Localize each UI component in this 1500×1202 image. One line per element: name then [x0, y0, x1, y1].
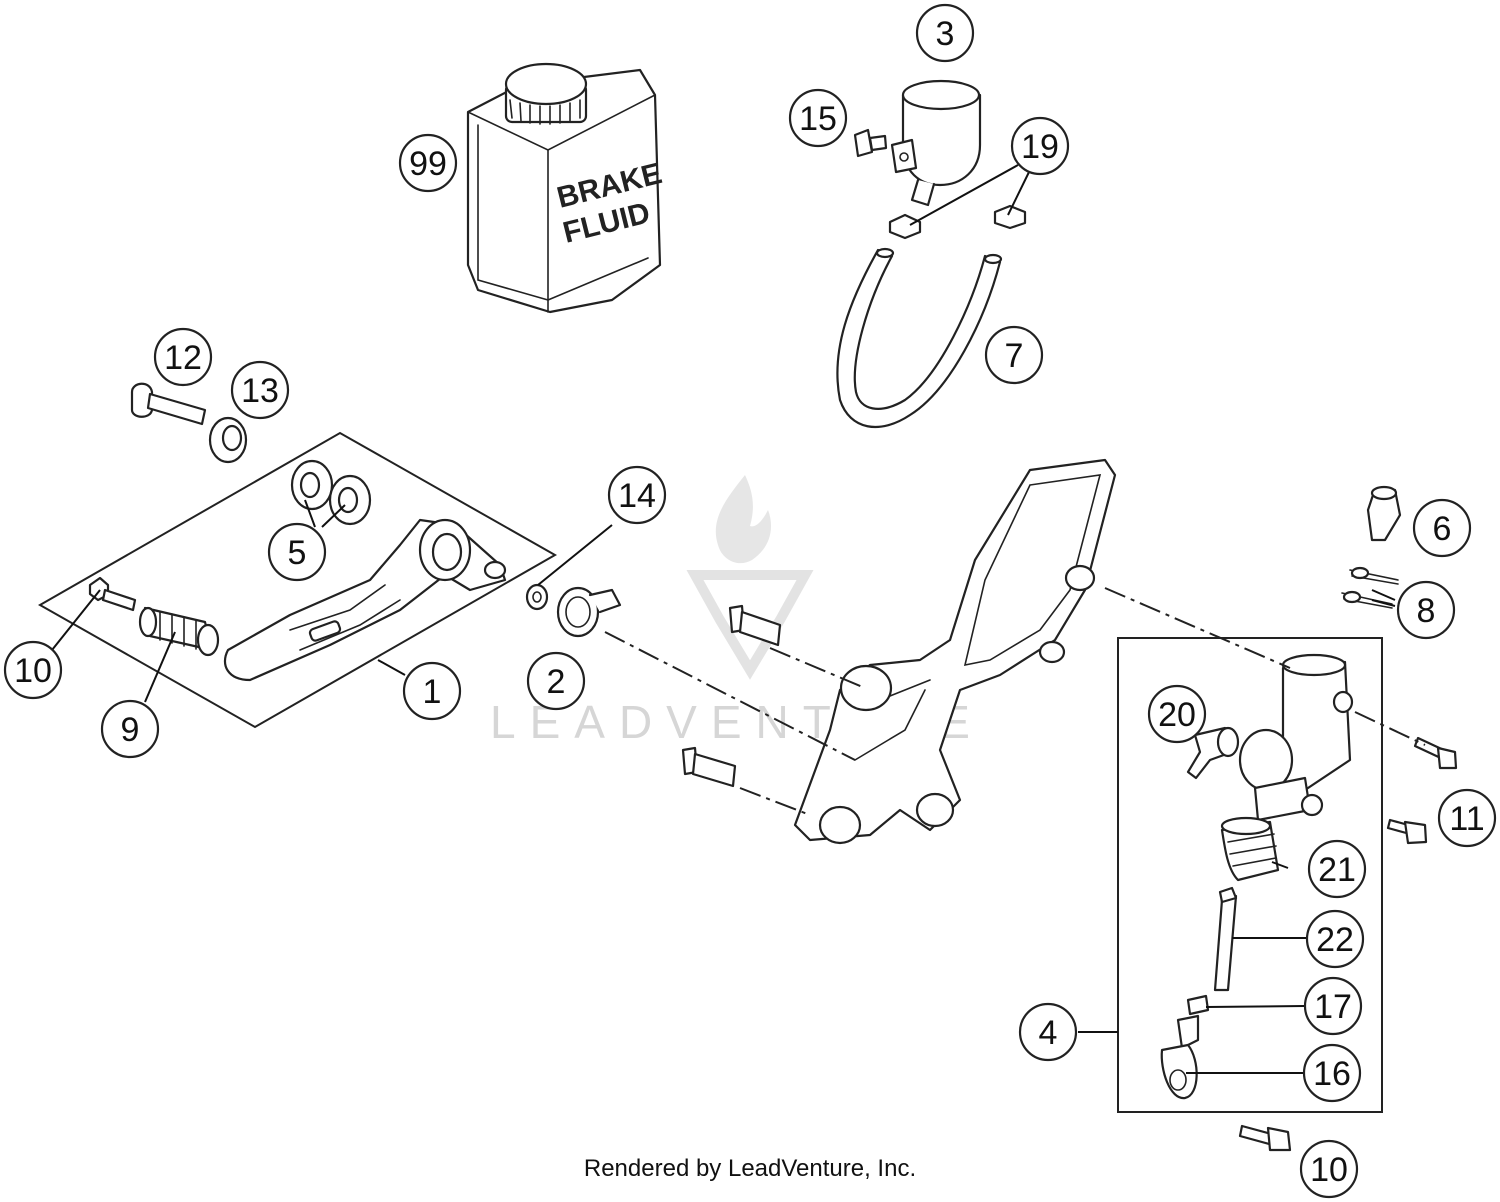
callout-label: 9 — [121, 711, 140, 749]
cotter-pins — [1341, 566, 1399, 609]
callout-label: 12 — [164, 339, 202, 377]
callout-10-left: 10 — [3, 640, 63, 700]
alignment-lines — [604, 587, 1426, 816]
callout-label: 10 — [1310, 1151, 1348, 1189]
footrest-bracket — [793, 458, 1117, 845]
callout-label: 11 — [1449, 800, 1484, 838]
callout-label: 3 — [936, 15, 955, 53]
callout-17: 17 — [1303, 976, 1363, 1036]
callout-label: 4 — [1039, 1014, 1058, 1052]
callout-7: 7 — [984, 325, 1044, 385]
callout-label: 13 — [241, 372, 279, 410]
callout-4: 4 — [1018, 1002, 1078, 1062]
fluid-reservoir — [890, 79, 982, 207]
callout-22: 22 — [1305, 909, 1365, 969]
pivot-washer — [208, 416, 248, 464]
callout-16: 16 — [1302, 1043, 1362, 1103]
callout-label: 20 — [1158, 696, 1196, 734]
callout-label: 8 — [1417, 592, 1436, 630]
leader-lines — [51, 164, 1396, 1074]
clevis-pin — [1366, 485, 1402, 542]
callout-label: 5 — [288, 534, 307, 572]
callout-label: 2 — [547, 663, 566, 701]
callout-6: 6 — [1412, 498, 1472, 558]
callout-label: 17 — [1314, 988, 1352, 1026]
callout-13: 13 — [230, 360, 290, 420]
callout-2: 2 — [526, 651, 586, 711]
callout-1: 1 — [402, 661, 462, 721]
callout-11: 1111 — [1437, 788, 1497, 848]
callout-14: 14 — [607, 465, 667, 525]
bolt-lower-right — [1238, 1124, 1292, 1152]
reservoir-screw — [853, 128, 888, 158]
callout-label: 14 — [618, 477, 656, 515]
callout-label: 19 — [1021, 128, 1059, 166]
callout-15: 15 — [788, 88, 848, 148]
callout-8: 8 — [1396, 580, 1456, 640]
callout-label: 1 — [423, 673, 442, 711]
callout-5: 5 — [267, 522, 327, 582]
mounting-bolt-upper — [1413, 736, 1458, 770]
callout-21: 21 — [1307, 839, 1367, 899]
callout-label: 16 — [1313, 1055, 1351, 1093]
hose-clamps — [888, 204, 1027, 240]
callout-label: 22 — [1316, 921, 1354, 959]
callout-20: 20 — [1147, 684, 1207, 744]
callout-99: 99 — [398, 133, 458, 193]
callout-label: 10 — [14, 652, 52, 690]
mounting-bolt-lower — [1386, 818, 1428, 845]
callout-label: 21 — [1318, 851, 1356, 889]
callout-label: 99 — [409, 145, 447, 183]
callout-10-right: 10 — [1299, 1139, 1359, 1199]
callout-label: 6 — [1433, 510, 1452, 548]
callout-12: 12 — [153, 327, 213, 387]
callout-label: 7 — [1005, 337, 1024, 375]
brake-fluid-can: BRAKE FLUID — [466, 62, 665, 314]
reservoir-hose — [836, 247, 1003, 429]
callout-label: 15 — [799, 100, 837, 138]
callout-19: 19 — [1010, 116, 1070, 176]
footer-credit: Rendered by LeadVenture, Inc. — [583, 1155, 917, 1182]
return-spring — [556, 586, 622, 638]
callout-9: 9 — [100, 699, 160, 759]
pivot-bolt — [130, 382, 207, 426]
washer — [525, 583, 549, 611]
brake-pedal-assembly — [37, 431, 558, 729]
master-cylinder-assembly — [1117, 637, 1383, 1113]
callout-3: 3 — [915, 3, 975, 63]
bracket-bolts — [681, 604, 782, 788]
callouts: 3 15 19 99 7 12 13 14 5 6 8 10 2 1 20 9 … — [3, 3, 1497, 1199]
